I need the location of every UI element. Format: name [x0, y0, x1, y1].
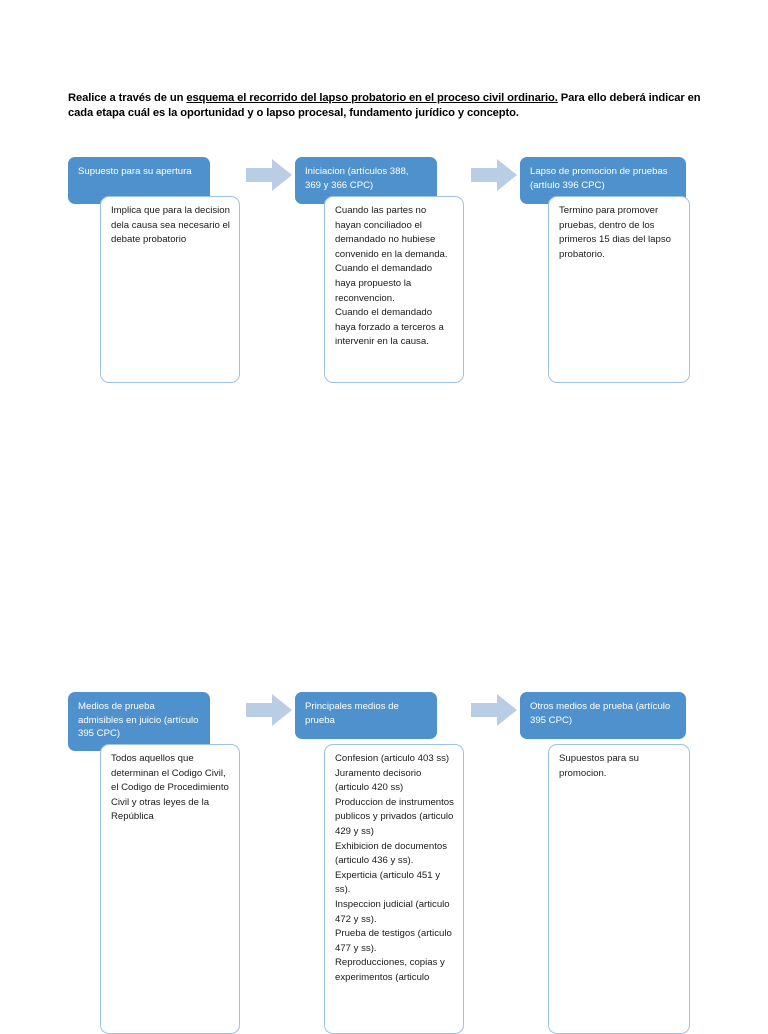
stage-body-text: Cuando las partes no hayan conciliadoo e…	[325, 197, 463, 356]
instructions-underlined-text: esquema el recorrido del lapso probatori…	[186, 92, 558, 105]
body-line: Experticia (articulo 451 y ss).	[335, 869, 441, 896]
stage-body-card[interactable]: Supuestos para su promocion.	[548, 744, 690, 1034]
stage-body-text: Confesion (articulo 403 ss) Juramento de…	[325, 745, 463, 992]
body-line: Confesion (articulo 403 ss)	[335, 753, 450, 764]
stage-body-card[interactable]: Implica que para la decision dela causa …	[100, 196, 240, 383]
stage-body-text: Todos aquellos que determinan el Codigo …	[101, 745, 239, 831]
diagram-row-1: Supuesto para su apertura Implica que pa…	[0, 157, 768, 387]
body-line: Cuando el demandado haya propuesto la re…	[335, 263, 433, 304]
stage-body-text: Implica que para la decision dela causa …	[101, 197, 239, 254]
stage-body-card[interactable]: Termino para promover pruebas, dentro de…	[548, 196, 690, 383]
body-line: Cuando las partes no hayan conciliadoo e…	[335, 205, 448, 260]
instructions-text-part1: Realice a través de un	[68, 92, 187, 105]
right-arrow-icon	[471, 159, 517, 191]
stage-body-text: Termino para promover pruebas, dentro de…	[549, 197, 689, 268]
body-line: Cuando el demandado haya forzado a terce…	[335, 307, 444, 348]
instructions-paragraph: Realice a través de un esquema el recorr…	[68, 91, 702, 121]
body-line: Implica que para la decision dela causa …	[111, 205, 230, 246]
instructions-text-part2: Para ello deberá indicar en cada etapa c…	[68, 92, 701, 120]
stage-body-card[interactable]: Todos aquellos que determinan el Codigo …	[100, 744, 240, 1034]
diagram-row-2: Medios de prueba admisibles en juicio (a…	[0, 692, 768, 1034]
body-line: Inspeccion judicial (articulo 472 y ss).	[335, 898, 450, 925]
right-arrow-icon	[471, 694, 517, 726]
stage-header-label[interactable]: Otros medios de prueba (artículo 395 CPC…	[520, 692, 686, 739]
body-line: Supuestos para su promocion.	[559, 753, 640, 779]
body-line: Prueba de testigos (articulo 477 y ss).	[335, 928, 452, 954]
body-line: Juramento decisorio (articulo 420 ss)	[335, 767, 422, 794]
stage-body-card[interactable]: Confesion (articulo 403 ss) Juramento de…	[324, 744, 464, 1034]
right-arrow-icon	[246, 159, 292, 191]
body-line: Todos aquellos que determinan el Codigo …	[111, 753, 229, 823]
stage-body-card[interactable]: Cuando las partes no hayan conciliadoo e…	[324, 196, 464, 383]
stage-header-label[interactable]: Principales medios de prueba	[295, 692, 437, 739]
body-line: Exhibicion de documentos (articulo 436 y…	[335, 840, 447, 867]
right-arrow-icon	[246, 694, 292, 726]
body-line: Termino para promover pruebas, dentro de…	[559, 205, 671, 260]
stage-header-label[interactable]: Medios de prueba admisibles en juicio (a…	[68, 692, 210, 751]
body-line: Reproducciones, copias y experimentos (a…	[335, 957, 445, 983]
body-line: Produccion de instrumentos publicos y pr…	[335, 796, 454, 837]
stage-body-text: Supuestos para su promocion.	[549, 745, 689, 787]
